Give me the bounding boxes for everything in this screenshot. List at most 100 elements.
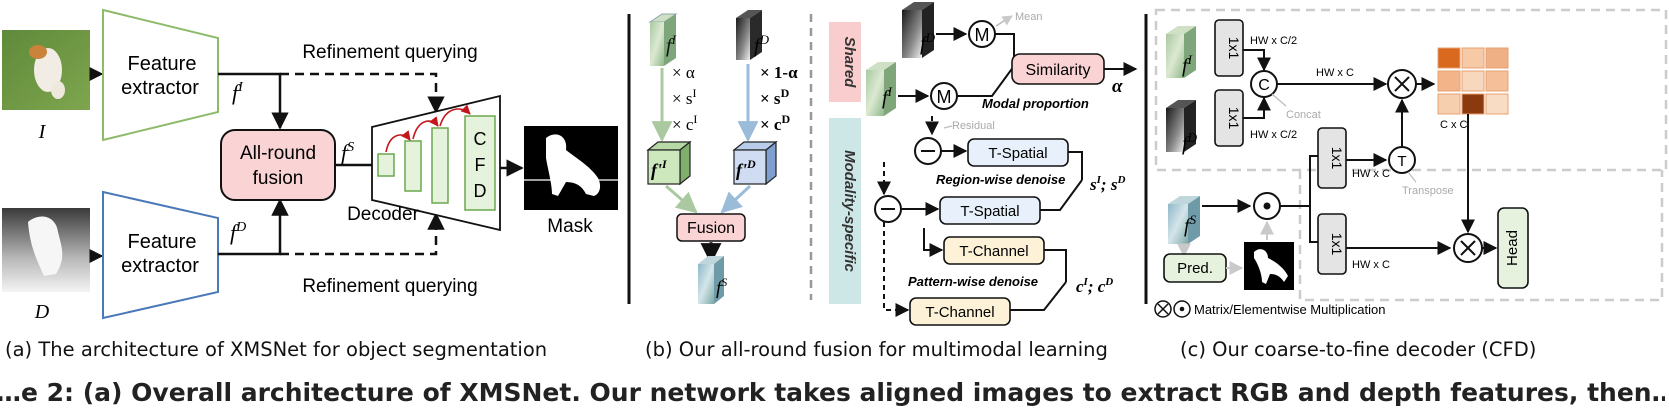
fusion-line2: fusion — [253, 168, 304, 189]
mask-label: Mask — [547, 216, 593, 237]
m-bottom-label: M — [937, 87, 952, 107]
depth-c: × cD — [760, 112, 790, 134]
shared-label: Shared — [841, 37, 858, 89]
mask-image — [524, 126, 618, 210]
hw-c-label: HW x C — [1316, 67, 1354, 79]
rgb-s: × sI — [672, 86, 696, 108]
f-depth-b: fD — [754, 32, 770, 57]
conv-value-label: 1x1 — [1329, 233, 1345, 256]
fusion-line1: All-round — [240, 143, 316, 164]
panel-a: I D Feature extractor Feature extractor … — [2, 8, 618, 323]
feature-extractor-rgb — [102, 8, 219, 142]
hw-c-right-top: HW x C — [1352, 168, 1390, 180]
feature-extractor-depth-line2: extractor — [121, 255, 199, 277]
transpose-symbol: T — [1397, 153, 1406, 170]
caption-c: (c) Our coarse-to-fine decoder (CFD) — [1180, 338, 1537, 361]
cube-depth-weighted — [732, 140, 778, 186]
cube-rgb-weighted — [646, 140, 692, 186]
region-denoise-label: Region-wise denoise — [936, 172, 1065, 187]
cube-depth-label: f'D — [736, 157, 756, 180]
feature-extractor-depth — [102, 190, 219, 320]
panel-c: fI fD 1x1 1x1 HW x C/2 HW x C/2 C Concat… — [1144, 8, 1668, 318]
rgb-alpha: × α — [672, 63, 695, 82]
f-depth-b2: fD — [920, 30, 936, 55]
t-spatial-2-label: T-Spatial — [960, 203, 1019, 220]
refinement-querying-bottom: Refinement querying — [302, 276, 477, 297]
cube-shared-c — [1168, 196, 1200, 244]
modality-specific-label: Modality-specific — [841, 150, 858, 272]
t-spatial-1-label: T-Spatial — [988, 145, 1047, 162]
modal-proportion-label: Modal proportion — [982, 96, 1089, 111]
conv-value-box — [1317, 213, 1347, 275]
conv-query-label: 1x1 — [1329, 147, 1345, 170]
caption-a: (a) The architecture of XMSNet for objec… — [5, 338, 548, 361]
depth-alpha: × 1-α — [760, 63, 798, 82]
feature-extractor-rgb-line2: extractor — [121, 77, 199, 99]
decoder-label: Decoder — [347, 204, 419, 225]
figure-caption-partial: …e 2: (a) Overall architecture of XMSNet… — [0, 378, 1665, 407]
concat-symbol: C — [1258, 77, 1270, 94]
conv-query-box — [1317, 127, 1347, 189]
hw-c2-top: HW x C/2 — [1250, 35, 1297, 47]
cfd-d: D — [474, 181, 487, 201]
f-depth-c: fD — [1182, 130, 1198, 155]
hw-c-right-bottom: HW x C — [1352, 259, 1390, 271]
modality-specific-bar — [829, 118, 861, 304]
cxc-label: C x C — [1440, 119, 1468, 131]
rgb-input-image — [2, 30, 90, 110]
cfd-f: F — [475, 155, 486, 175]
pred-mask-image — [1244, 242, 1294, 290]
c-output: cI; cD — [1076, 276, 1113, 296]
refinement-querying-top: Refinement querying — [302, 42, 477, 63]
t-channel-2-label: T-Channel — [925, 304, 994, 321]
cfd-block — [464, 115, 496, 211]
f-shared-label: fS — [341, 140, 354, 165]
t-channel-1-label: T-Channel — [959, 243, 1028, 260]
operator-legend: Matrix/Elementwise Multiplication — [1154, 300, 1385, 318]
depth-input-label: D — [34, 301, 50, 323]
concat-label: Concat — [1286, 109, 1321, 121]
rgb-input-label: I — [38, 121, 47, 143]
cube-rgb-shared — [866, 62, 896, 116]
depth-input-image — [2, 208, 90, 292]
t-channel-box-2 — [909, 297, 1011, 326]
s-output: sI; sD — [1089, 174, 1125, 194]
cxc-matrix — [1437, 47, 1509, 115]
residual-label: Residual — [952, 120, 995, 132]
alpha-label: α — [1112, 76, 1123, 97]
cube-rgb-in — [648, 13, 678, 66]
f-rgb-label: fI — [232, 80, 244, 105]
attention-region — [1154, 8, 1668, 172]
cube-shared-out — [698, 256, 724, 304]
shared-bar — [829, 22, 861, 102]
f-shared-b: fS — [716, 275, 727, 299]
head-box — [1497, 207, 1529, 289]
panel-b: fI fD × α × sI × cI × 1-α × sD × cD f'I — [627, 2, 1138, 326]
pred-label: Pred. — [1177, 260, 1213, 277]
feature-extractor-depth-line1: Feature — [128, 231, 197, 253]
hw-c2-bottom: HW x C/2 — [1250, 129, 1297, 141]
f-rgb-c: fI — [1182, 52, 1193, 77]
similarity-label: Similarity — [1026, 62, 1091, 79]
cube-rgb-label: f'I — [651, 157, 668, 180]
head-label: Head — [1504, 230, 1521, 266]
all-round-fusion-box — [220, 129, 336, 201]
rgb-c: × cI — [672, 112, 697, 134]
depth-s: × sD — [760, 86, 790, 108]
f-rgb-b: fI — [666, 32, 677, 57]
conv-depth-label: 1x1 — [1226, 107, 1242, 130]
conv-rgb-label: 1x1 — [1226, 37, 1242, 60]
m-top-label: M — [975, 25, 990, 45]
cube-depth-c — [1166, 100, 1196, 152]
caption-b: (b) Our all-round fusion for multimodal … — [645, 338, 1108, 361]
feature-extractor-rgb-line1: Feature — [128, 53, 197, 75]
cube-depth-shared — [902, 2, 934, 58]
transpose-label: Transpose — [1402, 185, 1454, 197]
cube-depth-in — [736, 10, 762, 60]
fusion-box — [676, 213, 746, 242]
legend-label: Matrix/Elementwise Multiplication — [1194, 302, 1385, 317]
f-depth-label: fD — [230, 220, 246, 245]
conv-rgb-box — [1214, 19, 1244, 77]
fusion-label: Fusion — [687, 220, 735, 237]
cfd-c: C — [474, 129, 487, 149]
